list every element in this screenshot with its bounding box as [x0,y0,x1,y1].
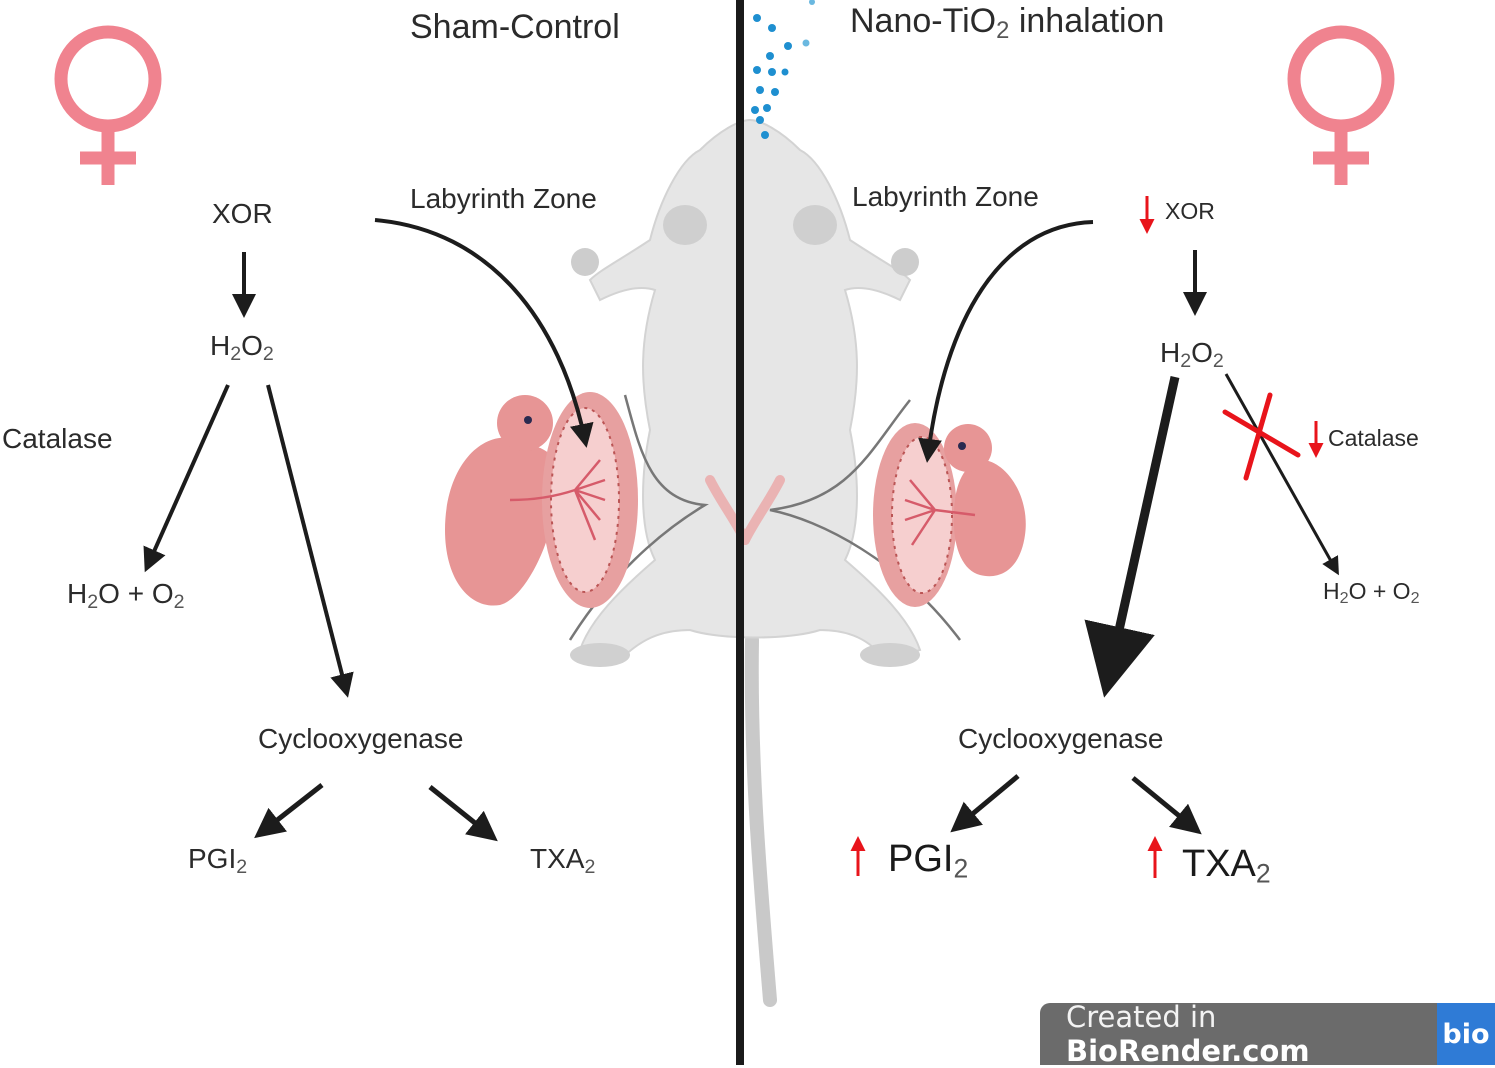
water-oxygen-label-right: H2O + O2 [1323,578,1420,608]
labyrinth-zone-label-left: Labyrinth Zone [410,183,597,214]
watermark-text: Created in BioRender.com [1066,1000,1310,1068]
change-indicators [850,196,1324,878]
pathway-arrows-right [918,220,1339,835]
catalase-label-right: Catalase [1328,425,1419,451]
pgi2-label-right: PGI2 [888,838,969,884]
panel-title-right: Nano-TiO2 inhalation [850,2,1165,44]
xor-label-left: XOR [212,198,273,229]
labyrinth-zone-label-right: Labyrinth Zone [852,181,1039,212]
fetus-placenta-left [445,392,638,608]
biorender-logo-icon: bio [1437,1003,1495,1065]
h2o2-label-right: H2O2 [1160,337,1224,372]
h2o2-label-left: H2O2 [210,330,274,365]
biorender-watermark: Created in BioRender.com bio [1040,1000,1495,1068]
pathway-arrows-left [143,218,594,842]
cyclooxygenase-label-left: Cyclooxygenase [258,723,464,754]
water-oxygen-label-left: H2O + O2 [67,578,185,613]
fetus-placenta-right [873,423,1026,607]
txa2-label-left: TXA2 [530,843,596,878]
txa2-label-right: TXA2 [1182,843,1271,889]
pgi2-label-left: PGI2 [188,843,248,878]
cyclooxygenase-label-right: Cyclooxygenase [958,723,1164,754]
female-symbol-left-icon [54,25,162,185]
blocked-pathway-icon [1222,392,1301,481]
nano-particles [751,0,815,139]
catalase-label-left: Catalase [2,423,113,454]
panel-title-left: Sham-Control [410,8,620,46]
mouse-illustration [568,118,961,1007]
xor-label-right: XOR [1165,198,1215,224]
female-symbol-right-icon [1287,25,1395,185]
